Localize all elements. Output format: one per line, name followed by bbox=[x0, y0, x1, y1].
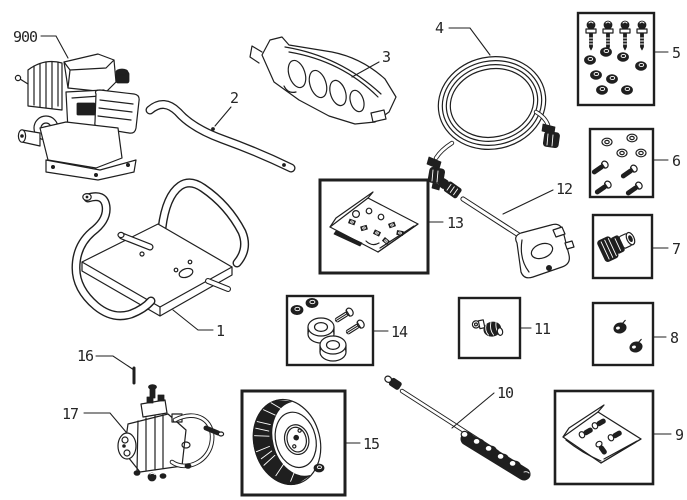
part-label-900: 900 bbox=[13, 28, 38, 46]
wheel-bushing bbox=[319, 335, 347, 362]
part-label-15: 15 bbox=[363, 435, 379, 453]
part-label-3: 3 bbox=[382, 48, 390, 66]
part-label-11: 11 bbox=[534, 320, 551, 338]
kit-box-11 bbox=[457, 296, 522, 360]
kit-box-14 bbox=[285, 294, 375, 367]
leader-12 bbox=[502, 189, 554, 215]
accessory-tray-drawing bbox=[249, 36, 397, 125]
hose-drawing bbox=[426, 56, 560, 191]
part-label-9: 9 bbox=[675, 426, 684, 444]
leader-3 bbox=[351, 61, 380, 78]
kit-box-15 bbox=[240, 389, 347, 497]
nozzle-wand-drawing bbox=[384, 375, 531, 481]
leader-10 bbox=[451, 392, 495, 429]
part-label-16: 16 bbox=[77, 347, 94, 365]
part-label-12: 12 bbox=[556, 180, 572, 198]
kit-box-7 bbox=[591, 213, 654, 280]
part-label-5: 5 bbox=[672, 44, 680, 62]
engine-drawing bbox=[14, 53, 140, 181]
part-label-17: 17 bbox=[62, 405, 78, 423]
kit-box-8 bbox=[591, 301, 655, 367]
frame-drawing bbox=[71, 178, 250, 321]
kit-box-9 bbox=[553, 389, 655, 486]
part-label-2: 2 bbox=[230, 89, 238, 107]
leader-lines bbox=[40, 27, 672, 444]
leader-2 bbox=[214, 106, 232, 127]
leader-4 bbox=[448, 27, 491, 56]
nozzles bbox=[460, 430, 521, 472]
flange-nuts bbox=[584, 47, 647, 95]
callout-labels: 900 1 2 3 4 5 6 7 8 9 10 11 12 13 14 15 … bbox=[13, 19, 685, 453]
part-label-13: 13 bbox=[447, 214, 463, 232]
pump-drawing bbox=[117, 384, 225, 482]
part-label-8: 8 bbox=[670, 329, 679, 347]
leader-17 bbox=[83, 412, 127, 433]
part-label-6: 6 bbox=[672, 152, 681, 170]
carriage-bolts bbox=[585, 20, 648, 51]
kit-box-13 bbox=[318, 178, 430, 275]
leader-16 bbox=[95, 355, 135, 371]
part-label-1: 1 bbox=[216, 322, 225, 340]
part-label-10: 10 bbox=[497, 384, 514, 402]
kit-box-5 bbox=[576, 11, 656, 107]
part-label-7: 7 bbox=[672, 240, 680, 258]
wheel-bushing bbox=[307, 317, 335, 344]
handle-strap-drawing bbox=[145, 100, 296, 173]
leader-900 bbox=[40, 35, 69, 59]
part-label-14: 14 bbox=[391, 323, 408, 341]
leader-1 bbox=[172, 309, 214, 331]
part-label-4: 4 bbox=[435, 19, 444, 37]
kit-box-6 bbox=[588, 127, 655, 199]
spray-gun-drawing bbox=[438, 178, 575, 279]
